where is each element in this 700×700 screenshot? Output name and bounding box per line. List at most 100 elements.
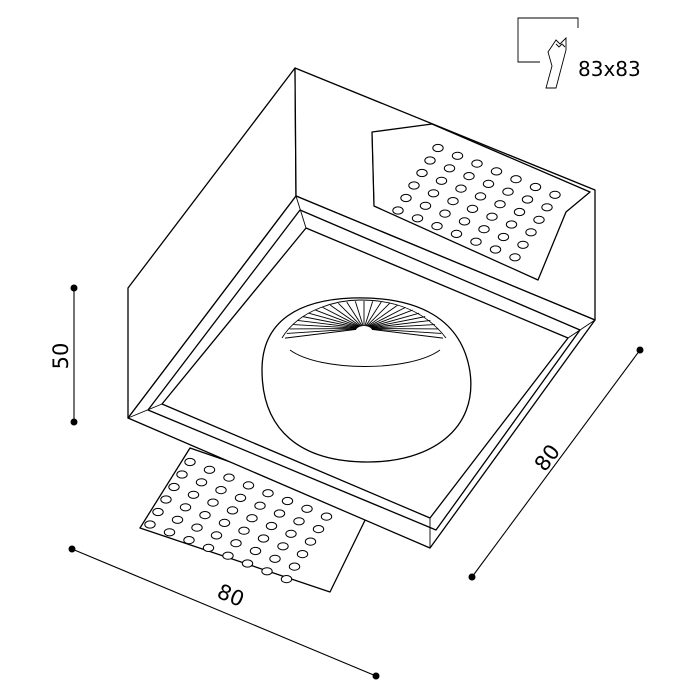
spring-plate-hole	[242, 481, 255, 490]
spring-plate-hole	[288, 562, 301, 571]
spring-plate-hole	[443, 164, 456, 173]
spring-plate-hole	[238, 526, 250, 535]
reflector-ribs	[284, 301, 444, 339]
spring-plate-hole	[261, 567, 273, 576]
dimension-depth	[468, 346, 644, 581]
spring-plate-hole	[249, 546, 262, 556]
spring-plate-hole	[497, 232, 510, 242]
spring-plate-hole	[199, 510, 211, 520]
spring-plate-hole	[466, 204, 479, 213]
spring-plate-hole	[183, 536, 195, 545]
reflector-rib	[354, 301, 364, 327]
spring-plate-hole	[262, 489, 274, 498]
spring-plate-hole	[191, 523, 203, 532]
reflector-rib	[370, 316, 426, 328]
spring-plate-hole	[419, 201, 432, 210]
spring-plate-hole	[304, 537, 317, 546]
spring-plate-hole	[416, 168, 428, 178]
reflector-rib	[338, 303, 362, 327]
reflector-rib	[368, 309, 413, 328]
spring-plate-hole	[411, 214, 424, 223]
spring-plate-hole	[241, 559, 254, 568]
spring-plate-hole	[510, 175, 522, 184]
spring-plate-hole	[474, 192, 487, 201]
dimension-height	[70, 284, 78, 426]
spring-plate-hole	[301, 504, 313, 513]
spring-plate-hole	[513, 207, 526, 217]
spring-plate-hole	[458, 217, 471, 226]
spring-plate-holes-back	[392, 143, 561, 262]
reflector-rib	[370, 319, 431, 329]
reflector-rib	[302, 316, 358, 328]
dimension-height-label: 50	[49, 343, 73, 370]
reflector-rib	[367, 304, 398, 327]
spring-plate-hole	[246, 514, 258, 523]
spring-plate-hole	[482, 179, 495, 188]
spring-plate-hole	[223, 473, 235, 482]
spring-plate-hole	[432, 143, 444, 153]
spring-plate-hole	[447, 197, 459, 206]
spring-plate-hole	[187, 490, 200, 499]
reflector-rib	[330, 304, 361, 327]
spring-plate-hole	[431, 222, 443, 231]
cutout-size-label: 83x83	[578, 57, 641, 81]
dimension-depth-label: 80	[530, 440, 565, 476]
spring-plate-hole	[168, 482, 180, 492]
spring-plate-hole	[160, 495, 172, 504]
spring-plate-hole	[218, 518, 231, 528]
spring-plate-hole	[471, 159, 483, 168]
spring-plate-hole	[549, 190, 561, 199]
reflector-rib	[364, 301, 374, 327]
dimension-width	[68, 545, 380, 680]
spring-plate-hole	[269, 554, 281, 563]
reflector-rib	[322, 306, 361, 327]
reflector-rib	[293, 324, 357, 329]
reflector-rib	[371, 328, 444, 339]
spring-plate-hole	[424, 156, 436, 165]
spring-plate-hole	[521, 195, 534, 204]
spring-plate-hole	[184, 457, 196, 467]
spring-plate-hole	[509, 253, 521, 262]
spring-plate-hole	[144, 520, 156, 529]
spring-plate-hole	[176, 470, 188, 479]
spring-plate-hole	[312, 525, 325, 534]
spring-plate-hole	[277, 542, 289, 551]
cutout-icon	[517, 17, 579, 89]
spring-plate-holes-front	[144, 457, 333, 584]
spring-plate-hole	[234, 493, 247, 502]
reflector-rib	[371, 324, 435, 329]
spring-plate-hole	[541, 203, 553, 212]
spring-plate-hole	[470, 237, 482, 246]
spring-plate-hole	[320, 512, 333, 521]
spring-plate-hole	[427, 189, 440, 198]
reflector-rib	[284, 328, 357, 339]
reflector-rib	[346, 301, 363, 327]
spring-plate-hole	[490, 167, 503, 176]
spring-plate-hole	[502, 187, 514, 196]
spring-plate-hole	[533, 215, 545, 224]
reflector-rib	[297, 319, 358, 329]
spring-plate-hole	[254, 501, 266, 510]
spring-plate-hole	[451, 151, 464, 160]
spring-plate-hole	[280, 575, 293, 584]
spring-plate-hole	[296, 550, 309, 559]
spring-plate-hole	[435, 176, 448, 185]
spring-plate-hole	[152, 507, 164, 517]
spring-plate-hole	[265, 521, 278, 531]
spring-plate-hole	[215, 486, 227, 495]
reflector-rib	[308, 312, 359, 328]
spring-plate-hole	[230, 539, 242, 548]
reflector-rib	[315, 309, 360, 328]
spring-plate-hole	[392, 206, 404, 215]
lamp-opening	[261, 297, 472, 463]
spring-plate-hole	[400, 193, 412, 203]
spring-plate-hole	[195, 478, 208, 487]
spring-plate-hole	[463, 172, 475, 181]
spring-plate-hole	[257, 534, 270, 543]
spring-plate-hole	[222, 551, 234, 560]
spring-plate-hole	[202, 543, 215, 553]
reflector-rib	[369, 312, 420, 328]
spring-plate-hole	[210, 531, 223, 540]
spring-plate-hole	[486, 212, 498, 221]
